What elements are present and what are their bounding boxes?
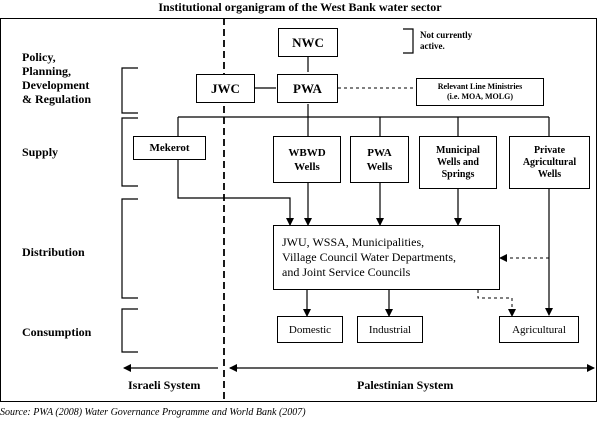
bracket-not-active bbox=[403, 28, 414, 54]
node-pwa-wells: PWA Wells bbox=[350, 136, 409, 183]
band-distribution: Distribution bbox=[22, 245, 85, 259]
node-mekerot: Mekerot bbox=[133, 136, 206, 160]
node-municipal-wells: Municipal Wells and Springs bbox=[419, 136, 497, 189]
node-line-ministries: Relevant Line Ministries (i.e. MOA, MOLG… bbox=[416, 78, 544, 106]
source-note: Source: PWA (2008) Water Governance Prog… bbox=[0, 407, 306, 418]
node-pwa: PWA bbox=[277, 74, 338, 103]
node-industrial: Industrial bbox=[357, 316, 423, 343]
band-supply: Supply bbox=[22, 145, 59, 159]
bracket-policy bbox=[121, 67, 138, 114]
note-not-active: Not currently active. bbox=[420, 30, 473, 51]
diagram-frame bbox=[0, 18, 597, 402]
bracket-distribution bbox=[121, 198, 138, 299]
node-distributors: JWU, WSSA, Municipalities, Village Counc… bbox=[273, 225, 500, 290]
node-private-wells: Private Agricultural Wells bbox=[509, 136, 590, 189]
diagram-title: Institutional organigram of the West Ban… bbox=[158, 0, 442, 14]
label-israeli-system: Israeli System bbox=[128, 378, 201, 392]
label-palestinian-system: Palestinian System bbox=[357, 378, 454, 392]
node-jwc: JWC bbox=[196, 74, 255, 103]
node-domestic: Domestic bbox=[277, 316, 343, 343]
band-policy: Policy, Planning, Development & Regulati… bbox=[22, 50, 91, 106]
node-nwc: NWC bbox=[278, 28, 338, 57]
node-wbwd-wells: WBWD Wells bbox=[273, 136, 341, 183]
band-consumption: Consumption bbox=[22, 325, 92, 339]
bracket-consumption bbox=[121, 308, 138, 353]
bracket-supply bbox=[121, 117, 138, 187]
node-agricultural: Agricultural bbox=[499, 316, 579, 343]
